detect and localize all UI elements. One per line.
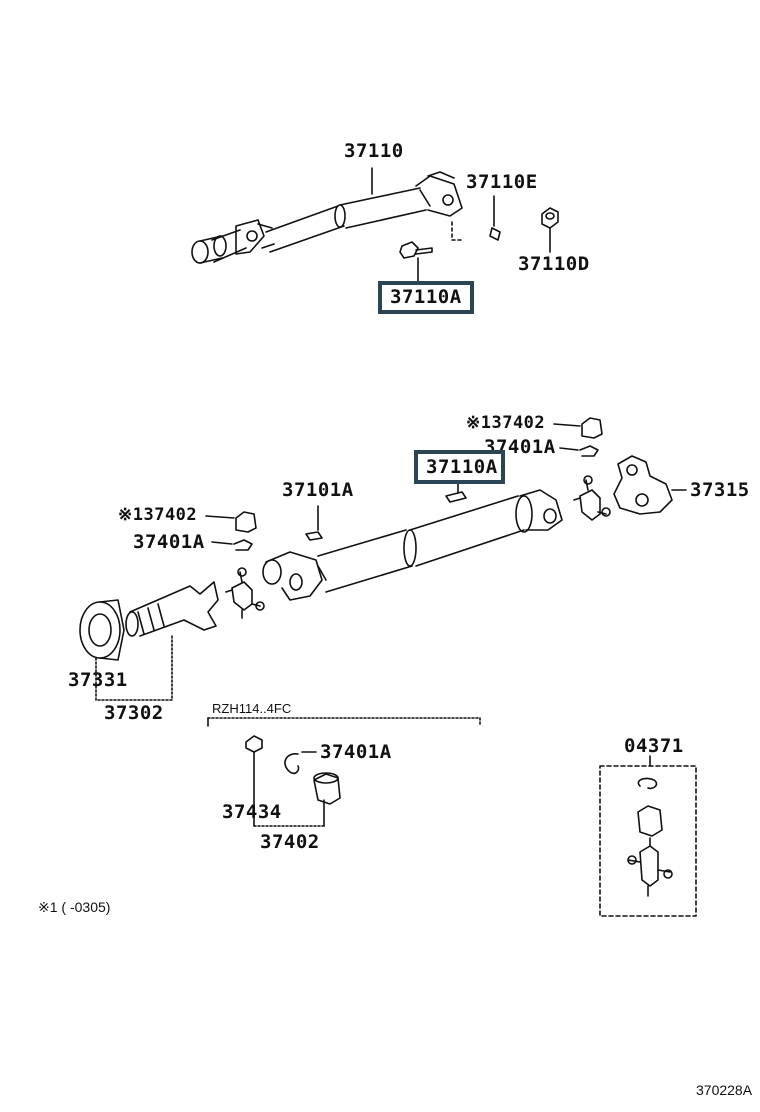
figure-code: 370228A bbox=[696, 1082, 753, 1098]
rzh-section bbox=[207, 717, 481, 827]
label-37110: 37110 bbox=[344, 140, 404, 162]
label-37110D: 37110D bbox=[518, 253, 590, 275]
label-37402-left: ※137402 bbox=[118, 505, 198, 525]
label-04371: 04371 bbox=[624, 735, 684, 757]
label-37402-rzh: 37402 bbox=[260, 831, 320, 853]
highlight-box-top bbox=[378, 281, 474, 314]
label-37434: 37434 bbox=[222, 801, 282, 823]
highlight-box-middle bbox=[414, 450, 505, 484]
label-37402-right: ※137402 bbox=[466, 413, 546, 433]
top-propeller-shaft bbox=[191, 167, 559, 283]
label-37315: 37315 bbox=[690, 479, 750, 501]
label-37110E: 37110E bbox=[466, 171, 538, 193]
label-37331: 37331 bbox=[68, 669, 128, 691]
label-37101A: 37101A bbox=[282, 479, 354, 501]
label-rzh-range: RZH114..4FC bbox=[212, 701, 292, 716]
footnote: ※1 ( -0305) bbox=[38, 899, 111, 915]
top-bolt bbox=[399, 241, 433, 283]
kit-04371 bbox=[599, 755, 697, 917]
middle-propeller-shaft bbox=[79, 417, 687, 701]
label-37110A-top: 37110A bbox=[390, 286, 462, 308]
label-37302: 37302 bbox=[104, 702, 164, 724]
label-37401A-left: 37401A bbox=[133, 531, 205, 553]
label-37401A-rzh: 37401A bbox=[320, 741, 392, 763]
label-37110A-middle: 37110A bbox=[426, 456, 498, 478]
